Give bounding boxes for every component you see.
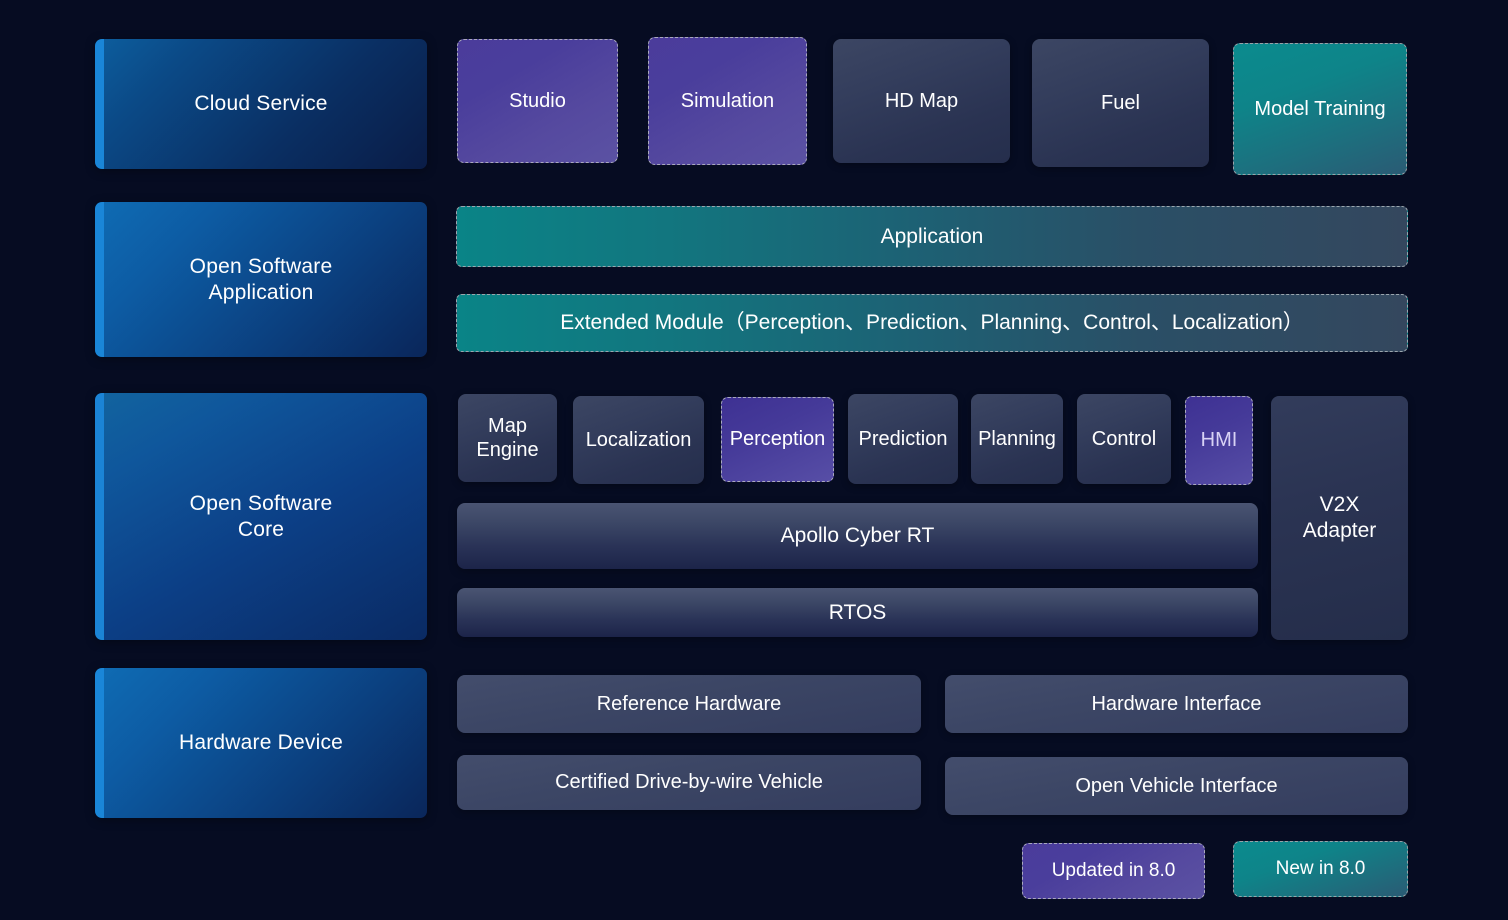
tile-label: Hardware Interface [1091, 692, 1262, 715]
bar-label: Application [880, 224, 984, 248]
module-label: Localization [585, 428, 692, 451]
tile-label: HD Map [884, 89, 959, 112]
tile-label: Certified Drive-by-wire Vehicle [555, 771, 823, 794]
category-label: Open Software Core [189, 491, 333, 541]
module-v2x-adapter[interactable]: V2X Adapter [1271, 396, 1408, 640]
tile-label: Reference Hardware [596, 692, 782, 715]
tile-certified-drive-by-wire-vehicle[interactable]: Certified Drive-by-wire Vehicle [457, 755, 921, 810]
category-cloud-service[interactable]: Cloud Service [95, 39, 427, 169]
tile-hardware-interface[interactable]: Hardware Interface [945, 675, 1408, 733]
module-localization[interactable]: Localization [573, 396, 704, 484]
tile-fuel[interactable]: Fuel [1032, 39, 1209, 167]
module-label: Map Engine [476, 414, 539, 461]
bar-rtos[interactable]: RTOS [457, 588, 1258, 637]
legend-label: Updated in 8.0 [1051, 860, 1176, 882]
tile-studio[interactable]: Studio [457, 39, 618, 163]
module-label: HMI [1200, 429, 1238, 452]
module-label: Planning [978, 427, 1056, 450]
legend-label: New in 8.0 [1275, 858, 1366, 880]
bar-label: Apollo Cyber RT [780, 524, 935, 548]
tile-label: Open Vehicle Interface [1075, 774, 1278, 797]
category-label: Open Software Application [189, 254, 333, 304]
bar-label: Extended Module（Perception、Prediction、Pl… [560, 311, 1304, 335]
tile-hd-map[interactable]: HD Map [833, 39, 1010, 163]
category-open-software-core[interactable]: Open Software Core [95, 393, 427, 640]
module-label: Control [1091, 427, 1157, 450]
tile-label: Simulation [680, 89, 775, 112]
category-open-software-application[interactable]: Open Software Application [95, 202, 427, 357]
tile-label: Studio [509, 89, 566, 112]
module-control[interactable]: Control [1077, 394, 1171, 484]
tile-open-vehicle-interface[interactable]: Open Vehicle Interface [945, 757, 1408, 815]
category-hardware-device[interactable]: Hardware Device [95, 668, 427, 818]
bar-extended-module[interactable]: Extended Module（Perception、Prediction、Pl… [456, 294, 1408, 352]
tile-simulation[interactable]: Simulation [648, 37, 807, 165]
module-perception[interactable]: Perception [721, 397, 834, 482]
bar-label: RTOS [828, 600, 887, 624]
module-planning[interactable]: Planning [971, 394, 1063, 484]
bar-apollo-cyber-rt[interactable]: Apollo Cyber RT [457, 503, 1258, 569]
module-label: Perception [729, 428, 826, 451]
legend-updated-in-8-0: Updated in 8.0 [1022, 843, 1205, 899]
legend-new-in-8-0: New in 8.0 [1233, 841, 1408, 897]
tile-label: Fuel [1101, 91, 1140, 114]
category-label: Cloud Service [194, 92, 328, 116]
tile-reference-hardware[interactable]: Reference Hardware [457, 675, 921, 733]
module-prediction[interactable]: Prediction [848, 394, 958, 484]
tile-model-training[interactable]: Model Training [1233, 43, 1407, 175]
module-label: V2X Adapter [1302, 493, 1377, 542]
module-hmi[interactable]: HMI [1185, 396, 1253, 485]
module-map-engine[interactable]: Map Engine [458, 394, 557, 482]
tile-label: Model Training [1254, 97, 1386, 120]
module-label: Prediction [858, 427, 948, 450]
category-label: Hardware Device [178, 731, 344, 755]
bar-application[interactable]: Application [456, 206, 1408, 267]
